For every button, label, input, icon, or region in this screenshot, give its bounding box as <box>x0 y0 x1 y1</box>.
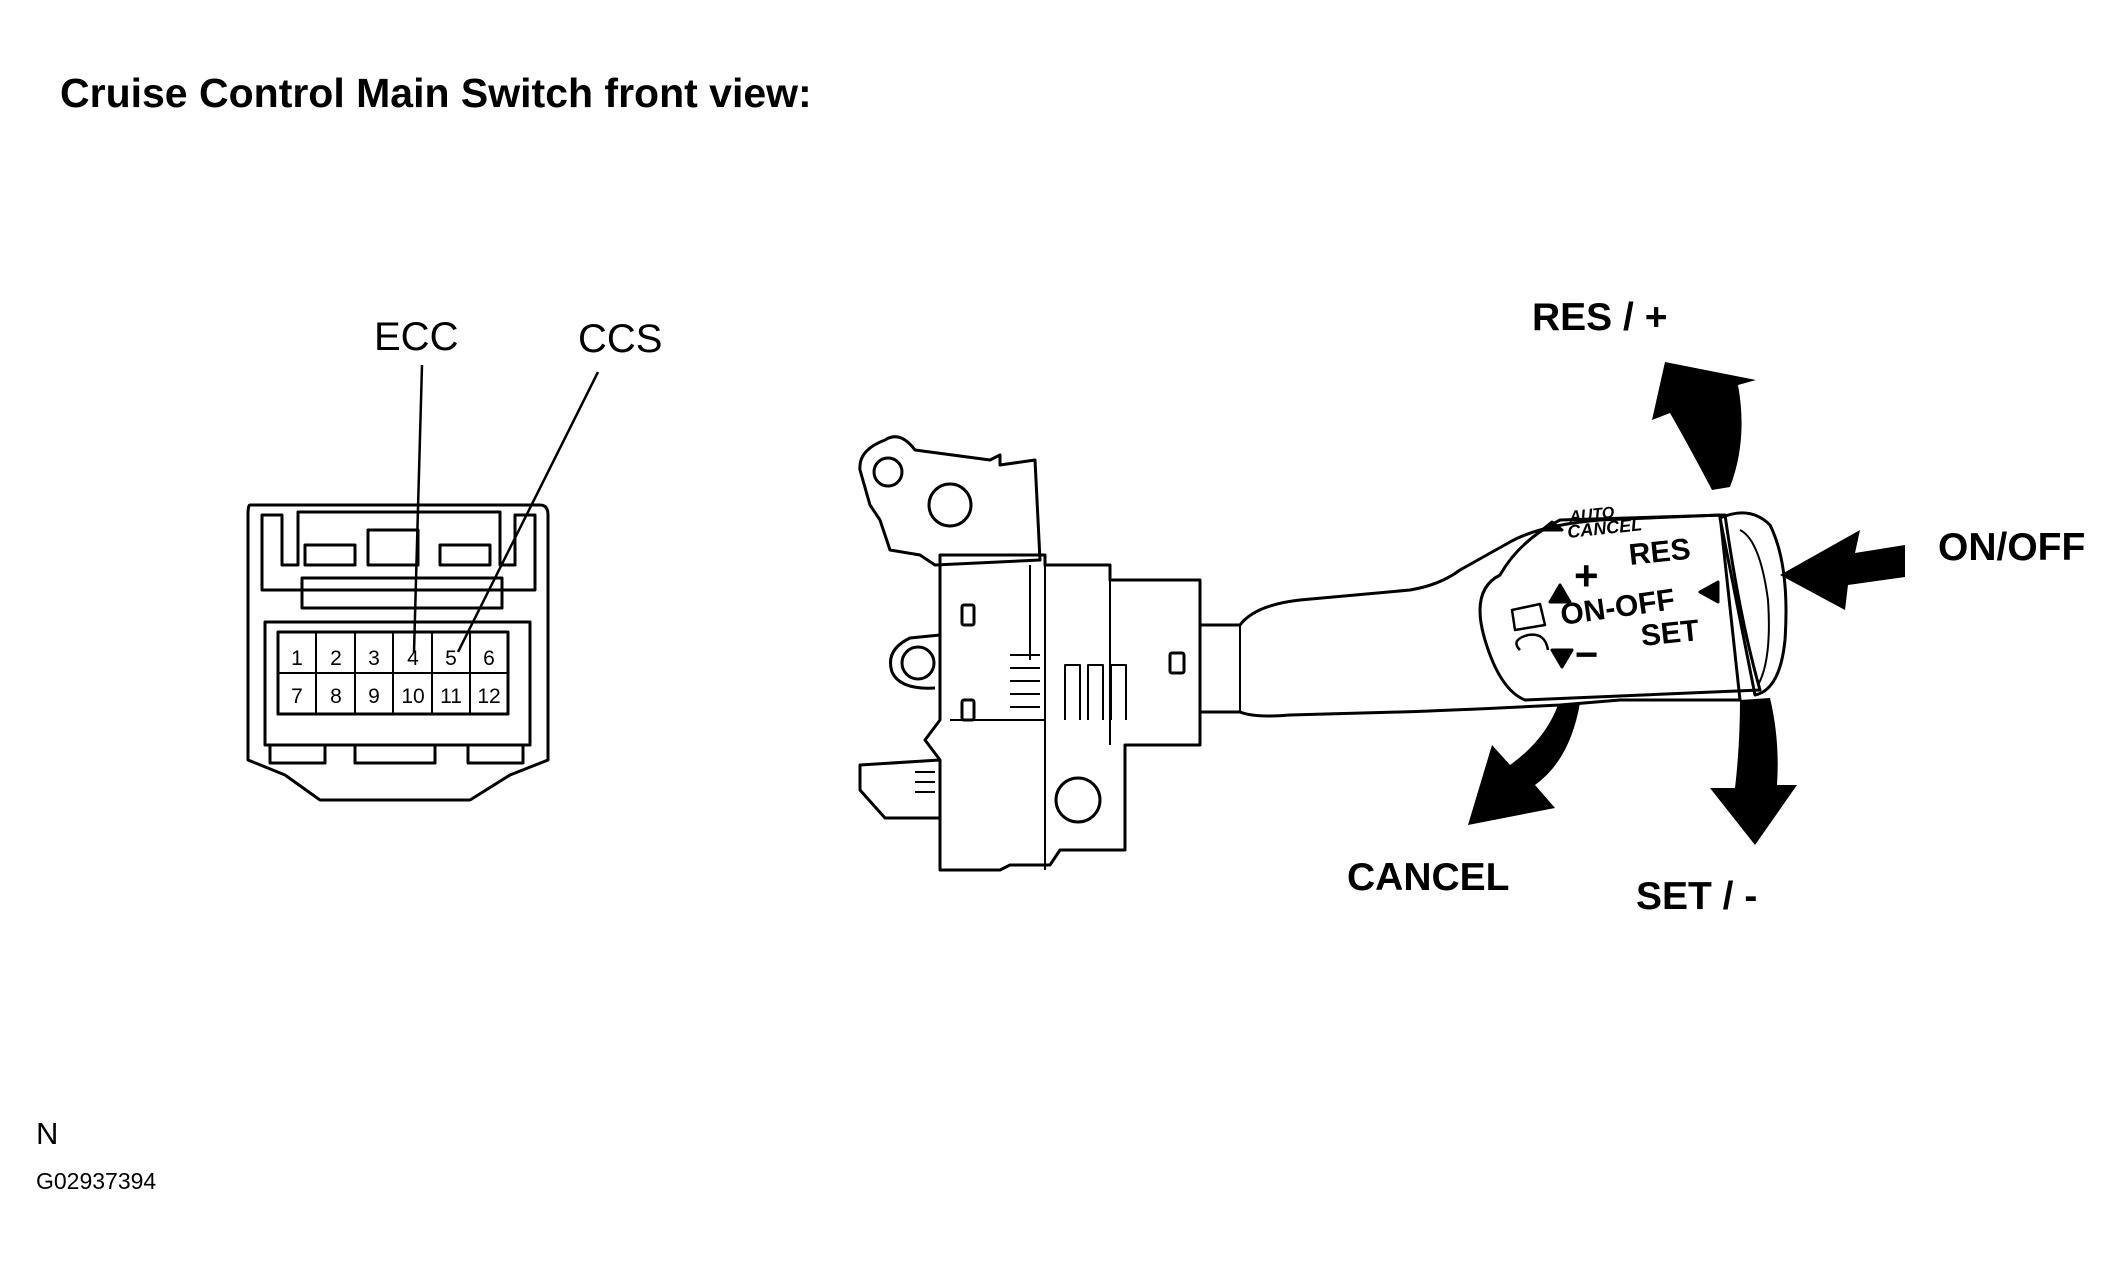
connector-latch-rim <box>260 510 537 592</box>
switch-side-lug <box>889 633 941 690</box>
lever-res-label: RES <box>1627 533 1692 572</box>
switch-housing-main <box>923 553 1202 872</box>
pin-number: 7 <box>291 685 303 708</box>
lever-minus-label: − <box>1575 633 1598 677</box>
lever-auto-label: AUTO <box>1568 504 1616 526</box>
pin-number: 12 <box>477 685 500 708</box>
switch-body-drawing <box>858 435 1202 872</box>
pin-number: 1 <box>291 647 303 670</box>
set-minus-label: SET / - <box>1636 875 1757 918</box>
switch-mount-hole-small <box>872 456 904 488</box>
switch-lower-tab <box>858 758 941 820</box>
switch-window-1 <box>960 603 976 627</box>
lever-plus-label: + <box>1574 552 1599 599</box>
arrow-cancel-icon <box>1468 703 1580 825</box>
pin-number: 10 <box>401 685 424 708</box>
on-off-label: ON/OFF <box>1938 526 2085 569</box>
lever-set-label: SET <box>1639 614 1700 653</box>
connector-bottom-tab-left <box>268 743 327 765</box>
connector-key-right <box>438 543 492 567</box>
lever-stalk <box>1200 513 1742 718</box>
lever-drawing <box>1200 511 1788 718</box>
pin-number: 11 <box>440 685 462 708</box>
pin-number: 8 <box>330 685 342 708</box>
pin-numbers: 1 2 3 4 5 6 7 8 9 10 11 12 <box>291 647 501 708</box>
arrow-on-off-icon <box>1780 530 1905 610</box>
res-plus-label: RES / + <box>1532 296 1667 339</box>
switch-window-3 <box>1168 651 1186 675</box>
connector-bottom-tab-right <box>466 743 525 765</box>
small-arrow-icon <box>1540 520 1564 532</box>
ccs-leader-line <box>456 371 600 653</box>
arrow-set-minus-icon <box>1710 698 1797 845</box>
connector-bottom-tab-center <box>353 743 437 765</box>
arrow-up-icon <box>1548 583 1572 604</box>
pin-number: 2 <box>330 647 342 670</box>
connector-key-left <box>303 543 357 567</box>
footer-letter: N <box>36 1116 59 1151</box>
arrow-res-plus-icon <box>1652 362 1756 490</box>
arrow-left-icon <box>1698 580 1720 604</box>
switch-housing-hole <box>1054 776 1102 824</box>
figure-code: G02937394 <box>36 1168 157 1194</box>
connector-inner-cavity <box>263 620 532 747</box>
lever-end-cap <box>1718 511 1788 697</box>
pin-number: 4 <box>407 647 419 670</box>
connector-key-center <box>366 528 420 567</box>
pin-number: 3 <box>368 647 380 670</box>
pin-number: 9 <box>368 685 380 708</box>
connector-drawing <box>246 364 600 802</box>
connector-top-slot <box>300 576 504 610</box>
switch-window-2 <box>960 698 976 722</box>
pin-number: 6 <box>483 647 495 670</box>
ccs-label: CCS <box>578 317 662 361</box>
connector-housing <box>246 503 550 802</box>
switch-side-lug-hole <box>900 645 936 681</box>
ecc-leader-line <box>412 364 424 653</box>
pin-number: 5 <box>445 647 457 670</box>
ecc-label: ECC <box>374 315 458 359</box>
switch-mount-hole-large <box>927 482 973 528</box>
switch-mount-bracket-top <box>858 435 1042 567</box>
arrow-down-icon <box>1550 648 1574 669</box>
page-title: Cruise Control Main Switch front view: <box>60 70 812 116</box>
speed-icon <box>1510 602 1550 651</box>
cancel-label: CANCEL <box>1347 856 1510 899</box>
